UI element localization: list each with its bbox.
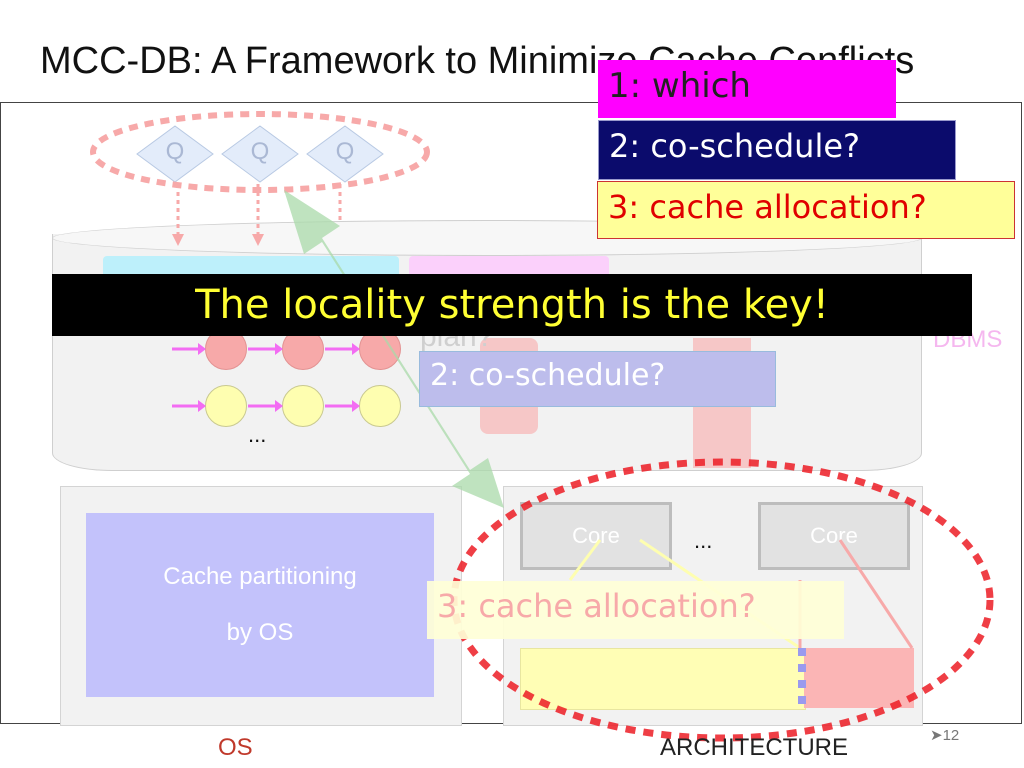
dbms-ellipsis: ... — [248, 422, 267, 447]
core-box: Core — [520, 502, 672, 570]
page-number: ➤12 — [930, 726, 959, 744]
co-schedule-tag-mid: 2: co-schedule? — [419, 351, 776, 407]
query-label: Q — [165, 138, 185, 165]
cache-allocation-tag-bottom: 3: cache allocation? — [427, 581, 844, 639]
query-diamonds — [136, 125, 384, 183]
operator-node — [205, 385, 247, 427]
core-ellipsis: ... — [694, 528, 713, 553]
cache-partitioning-line1: Cache partitioning — [163, 563, 357, 590]
shared-cache-yellow — [520, 648, 806, 710]
operator-node — [359, 385, 401, 427]
query-label: Q — [250, 138, 270, 165]
cache-partitioning-line2: by OS — [226, 619, 294, 646]
page-bullet-icon: ➤ — [930, 727, 943, 744]
query-label: Q — [335, 138, 355, 165]
os-label: OS — [218, 734, 253, 761]
core-box: Core — [758, 502, 910, 570]
shared-cache-pink — [804, 648, 914, 708]
cache-allocation-tag-top: 3: cache allocation? — [597, 181, 1015, 239]
which-tag: 1: which — [598, 60, 896, 118]
architecture-label: ARCHITECTURE — [660, 734, 849, 761]
cache-partitioning-box: Cache partitioning by OS — [86, 513, 434, 697]
page-number-value: 12 — [942, 727, 960, 744]
key-banner: The locality strength is the key! — [52, 274, 972, 336]
co-schedule-tag-top: 2: co-schedule? — [598, 120, 956, 180]
